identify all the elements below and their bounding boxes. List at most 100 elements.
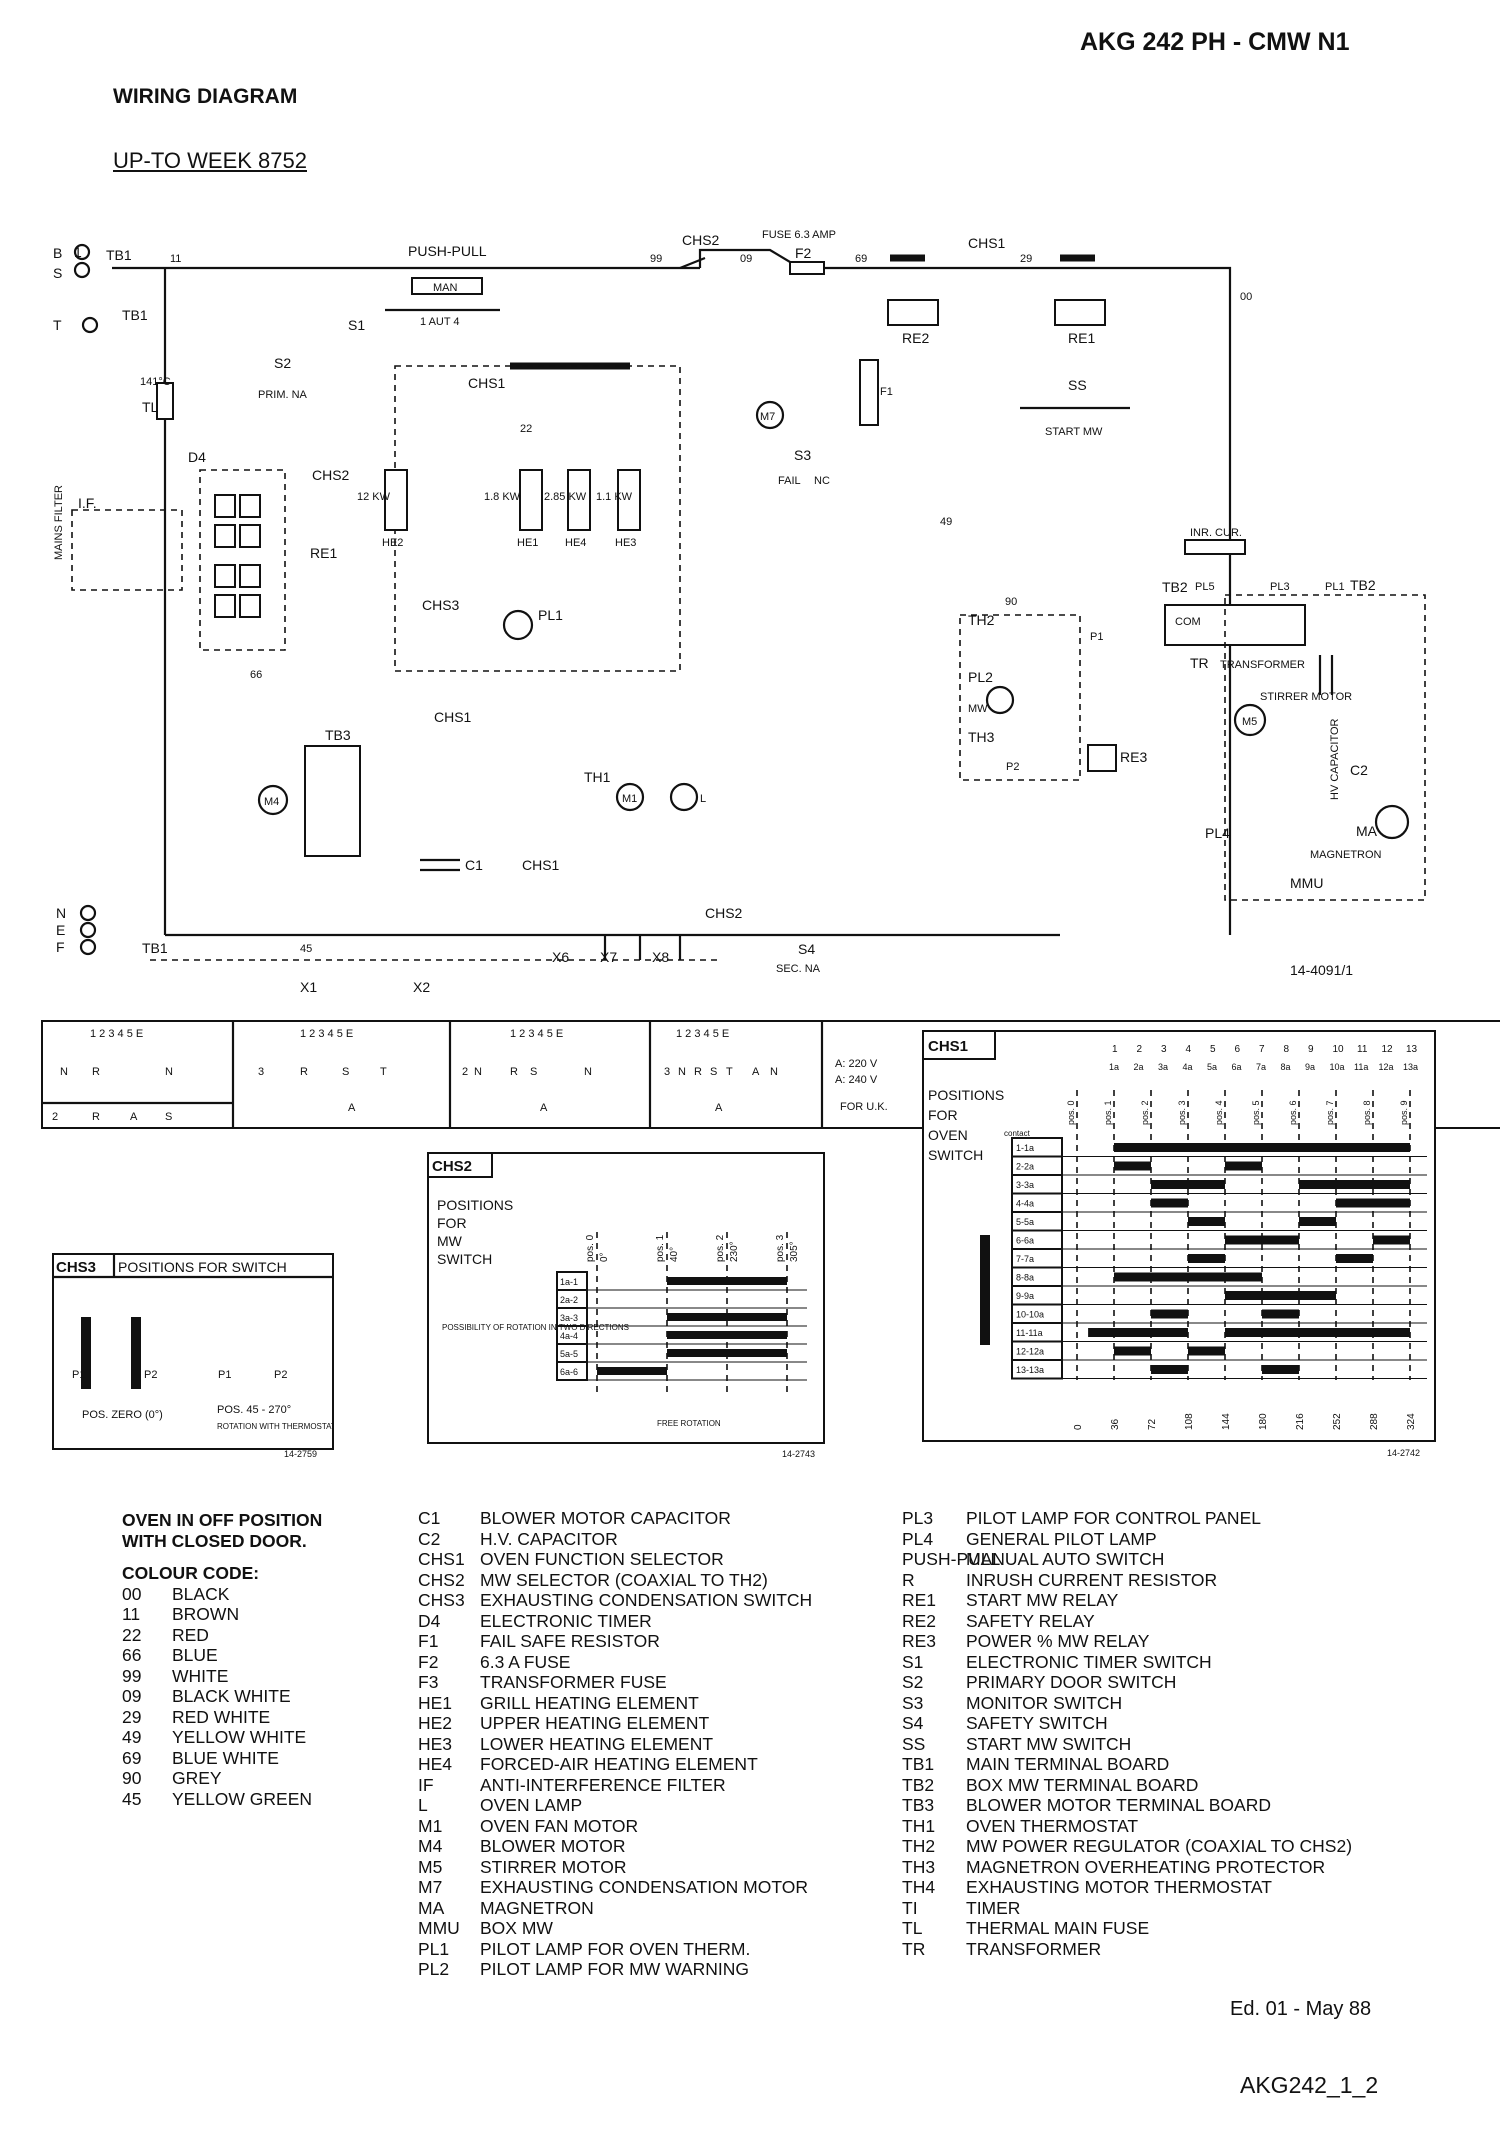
chs1-top-number: 7: [1259, 1044, 1265, 1055]
component-code: RE1: [902, 1590, 937, 1610]
chs1-top-letter: 3a: [1158, 1062, 1168, 1072]
svg-text:STIRRER MOTOR: STIRRER MOTOR: [1260, 691, 1352, 703]
svg-text:29: 29: [1020, 253, 1032, 265]
component-desc: MW POWER REGULATOR (COAXIAL TO CHS2): [966, 1836, 1353, 1856]
heating-elements: HE2 HE1 HE4 HE3 12 KW 1.8 KW 2.85 KW 1.1…: [357, 469, 641, 549]
svg-text:POS. ZERO (0°): POS. ZERO (0°): [82, 1409, 163, 1421]
svg-text:N: N: [678, 1066, 686, 1078]
chs1-closed-bar: [1151, 1198, 1188, 1208]
component-code: PL4: [902, 1528, 934, 1549]
wire-numbers: 11 99 09 69 29 00 22 49 66 90 45: [170, 253, 1252, 955]
colour-code: 90: [122, 1768, 142, 1788]
chs3-panel: CHS3 POSITIONS FOR SWITCH P1 P2 P1 P2 PO…: [52, 1253, 334, 1458]
chs1-contact-label: 8-8a: [1016, 1273, 1034, 1283]
chs1-contact-label: 9-9a: [1016, 1291, 1034, 1301]
terminal-config-strip: 1 2 3 4 5 E N R N 2 R A S 1 2 3 4 5 E 3 …: [41, 1020, 1500, 1129]
chs1-top-letter: 10a: [1330, 1062, 1345, 1072]
svg-text:MAINS FILTER: MAINS FILTER: [53, 485, 65, 560]
svg-text:1.1 KW: 1.1 KW: [596, 491, 633, 503]
svg-text:1 2 3 4 5 E: 1 2 3 4 5 E: [90, 1028, 143, 1040]
svg-text:E: E: [56, 922, 65, 938]
colour-code: 45: [122, 1788, 142, 1809]
chs1-top-number: 5: [1210, 1044, 1216, 1055]
box-terminal-tb2: TB2 PL5 PL3 PL1 TB2: [1162, 577, 1376, 595]
svg-text:FOR: FOR: [437, 1215, 467, 1231]
chs2-position-label: pos. 3: [775, 1234, 786, 1262]
chs1-angle-label: 216: [1295, 1413, 1306, 1430]
svg-text:MAGNETRON: MAGNETRON: [1310, 849, 1382, 861]
chs2-contact-label: 3a-3: [560, 1313, 578, 1323]
svg-text:FREE ROTATION: FREE ROTATION: [657, 1419, 721, 1428]
svg-text:TB2: TB2: [1350, 577, 1376, 593]
general-pilot-lamp-pl4: PL4: [1205, 825, 1230, 841]
chs1-lower-switch: CHS1 CHS1: [434, 709, 560, 873]
svg-text:TB1: TB1: [122, 307, 148, 323]
drawing-number: 14-4091/1: [1290, 962, 1353, 978]
svg-text:A: A: [348, 1102, 356, 1114]
component-desc: SAFETY RELAY: [966, 1610, 1095, 1631]
svg-text:S1: S1: [348, 317, 365, 333]
inrush-resistor: INR. CUR.: [1184, 527, 1246, 555]
svg-text:POSSIBILITY OF ROTATION IN TWO: POSSIBILITY OF ROTATION IN TWO DIRECTION…: [442, 1323, 629, 1332]
chs1-closed-bar: [1225, 1161, 1262, 1171]
svg-text:P2: P2: [144, 1369, 157, 1381]
svg-text:L: L: [700, 793, 706, 805]
component-desc: PILOT LAMP FOR CONTROL PANEL: [966, 1508, 1261, 1528]
chs1-angle-label: 144: [1221, 1413, 1232, 1430]
chs1-closed-bar: [1225, 1235, 1299, 1245]
chs1-top-letter: 4a: [1183, 1062, 1193, 1072]
svg-text:MA: MA: [1356, 823, 1378, 839]
chs1-closed-bar: [1151, 1365, 1188, 1374]
colour-name: RED: [172, 1624, 209, 1645]
relay-re2: RE2: [887, 299, 939, 346]
svg-text:RE1: RE1: [310, 545, 337, 561]
chs1-position-label: pos. 7: [1325, 1100, 1335, 1125]
mw-box-mmu: MMU: [1224, 594, 1426, 901]
push-pull-switch: PUSH-PULL MAN 1 AUT 4: [385, 243, 500, 328]
component-desc: STIRRER MOTOR: [480, 1856, 627, 1877]
fuse-f2: FUSE 6.3 AMP F2: [762, 229, 836, 275]
svg-text:TR: TR: [1190, 655, 1209, 671]
chs1-top-letter: 9a: [1305, 1062, 1315, 1072]
component-code: F3: [418, 1672, 439, 1692]
svg-text:12 KW: 12 KW: [357, 491, 391, 503]
chs1-closed-bar: [1151, 1309, 1188, 1319]
svg-text:CHS1: CHS1: [434, 709, 472, 725]
component-code: C2: [418, 1528, 441, 1549]
model-title: AKG 242 PH - CMW N1: [1080, 28, 1350, 56]
svg-text:N: N: [56, 905, 66, 921]
component-code: S3: [902, 1692, 924, 1713]
component-desc: TIMER: [966, 1897, 1021, 1918]
svg-text:45: 45: [300, 943, 312, 955]
svg-text:CHS3: CHS3: [56, 1259, 96, 1276]
component-code: R: [902, 1569, 915, 1590]
svg-text:R: R: [300, 1066, 308, 1078]
chs1-position-label: pos. 4: [1214, 1100, 1224, 1125]
component-desc: BOX MW TERMINAL BOARD: [966, 1774, 1199, 1795]
component-desc: GENERAL PILOT LAMP: [966, 1528, 1157, 1549]
chs1-top-letter: 2a: [1134, 1062, 1144, 1072]
colour-code: 29: [122, 1706, 142, 1727]
component-code: RE2: [902, 1610, 937, 1631]
colour-name: BLUE WHITE: [172, 1747, 279, 1768]
chs1-angle-label: 36: [1110, 1418, 1121, 1430]
legend-colour-code: OVEN IN OFF POSITION WITH CLOSED DOOR. C…: [122, 1510, 422, 1809]
svg-text:S: S: [710, 1066, 717, 1078]
component-code: CHS2: [418, 1569, 465, 1590]
chs1-closed-bar: [1262, 1365, 1299, 1374]
component-desc: EXHAUSTING CONDENSATION SWITCH: [480, 1590, 813, 1610]
terminal-box-3: 1 2 3 4 5 E 2 N R S N A: [462, 1028, 592, 1114]
colour-name: RED WHITE: [172, 1706, 271, 1727]
svg-text:X7: X7: [600, 949, 617, 965]
